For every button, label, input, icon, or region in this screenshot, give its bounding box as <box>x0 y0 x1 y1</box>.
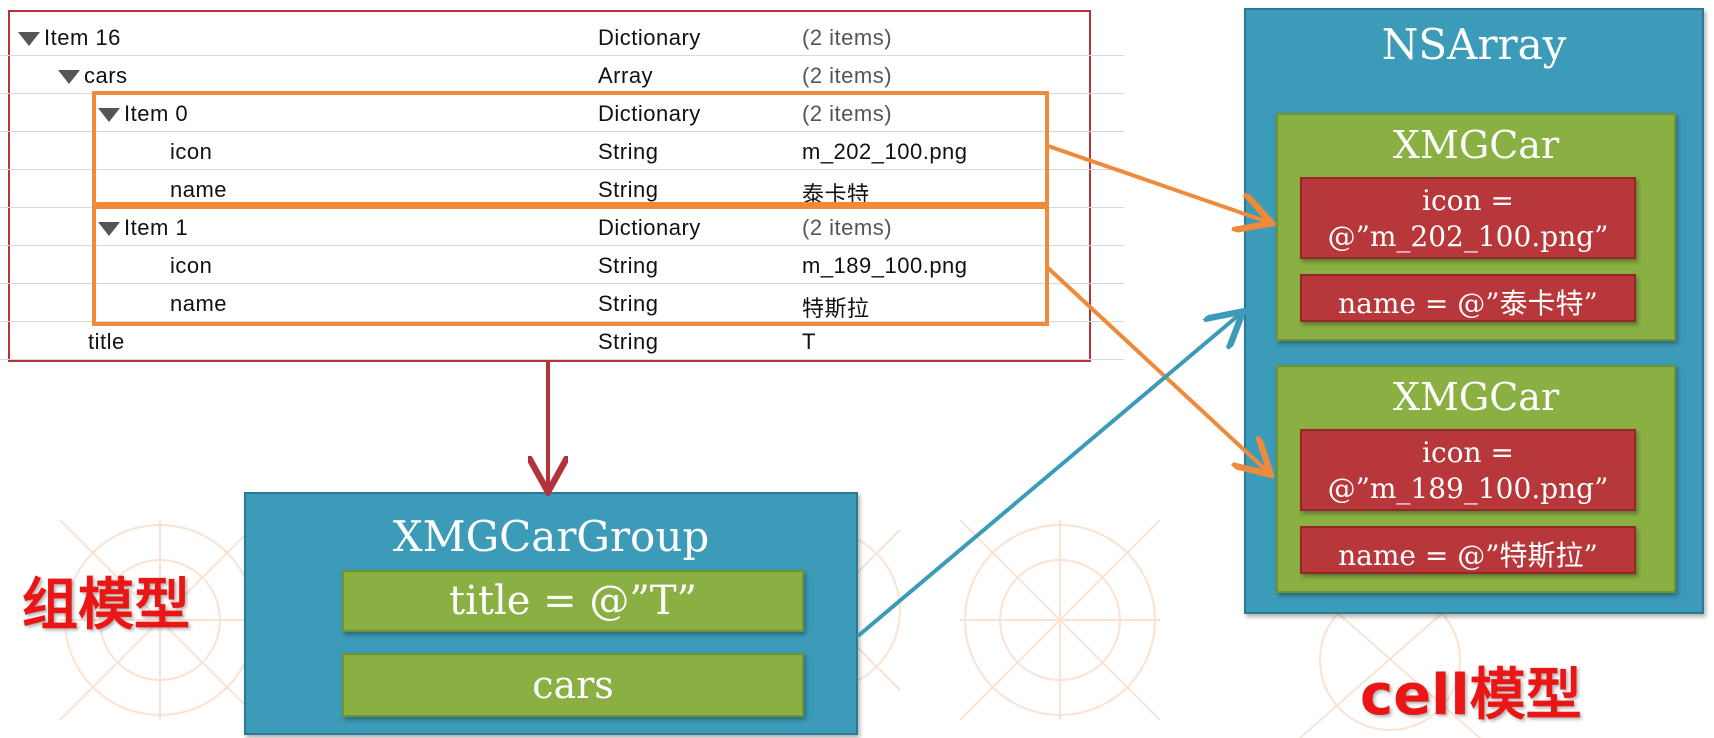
plist-row[interactable]: Item 1 Dictionary (2 items) <box>0 207 1124 246</box>
plist-key: title <box>88 329 125 355</box>
plist-key: Item 0 <box>98 101 188 127</box>
disclosure-triangle-icon[interactable] <box>98 222 120 236</box>
plist-row[interactable]: icon String m_189_100.png <box>0 245 1124 284</box>
car-1-box: XMGCar icon = @”m_189_100.png” name = @”… <box>1276 365 1676 593</box>
plist-key: name <box>170 291 227 317</box>
plist-type: String <box>598 291 659 316</box>
plist-type: Dictionary <box>598 25 701 50</box>
car-1-name-text: name = @”特斯拉” <box>1338 539 1598 572</box>
car-0-box: XMGCar icon = @”m_202_100.png” name = @”… <box>1276 113 1676 341</box>
plist-type: String <box>598 253 659 278</box>
plist-value: (2 items) <box>802 215 893 240</box>
title-field-text: title = @”T” <box>449 578 697 624</box>
car-0-name-field: name = @”泰卡特” <box>1300 274 1636 322</box>
item-1-highlight <box>92 205 1049 326</box>
plist-key: icon <box>170 253 212 279</box>
car-1-name-field: name = @”特斯拉” <box>1300 526 1636 574</box>
disclosure-triangle-icon[interactable] <box>98 108 120 122</box>
plist-row[interactable]: Item 16 Dictionary (2 items) <box>0 17 1124 56</box>
plist-type: String <box>598 139 659 164</box>
plist-row[interactable]: Item 0 Dictionary (2 items) <box>0 93 1124 132</box>
car-0-title: XMGCar <box>1392 123 1560 167</box>
nsarray-box: NSArray XMGCar icon = @”m_202_100.png” n… <box>1244 8 1704 614</box>
group-model-box: XMGCarGroup title = @”T” cars <box>244 492 858 735</box>
plist-type: String <box>598 177 659 202</box>
car-1-icon-text: icon = @”m_189_100.png” <box>1327 436 1609 505</box>
plist-value: (2 items) <box>802 101 893 126</box>
plist-value: m_189_100.png <box>802 253 968 278</box>
plist-table <box>8 10 1091 362</box>
plist-row[interactable]: cars Array (2 items) <box>0 55 1124 94</box>
plist-row[interactable]: title String T <box>0 321 1124 360</box>
plist-type: Array <box>598 63 654 88</box>
item-0-highlight <box>92 91 1049 206</box>
plist-value: T <box>802 329 816 354</box>
plist-key-label: name <box>170 291 228 316</box>
plist-key-label: title <box>88 329 125 354</box>
plist-value: (2 items) <box>802 25 893 50</box>
cars-field: cars <box>342 653 804 717</box>
plist-key-label: Item 16 <box>44 25 121 50</box>
group-model-title: XMGCarGroup <box>392 512 710 561</box>
plist-value: m_202_100.png <box>802 139 968 164</box>
car-0-icon-field: icon = @”m_202_100.png” <box>1300 177 1636 259</box>
car-0-name-text: name = @”泰卡特” <box>1338 287 1598 320</box>
title-field: title = @”T” <box>342 570 804 632</box>
car-1-title: XMGCar <box>1392 375 1560 419</box>
plist-key: Item 1 <box>98 215 188 241</box>
plist-type: Dictionary <box>598 215 701 240</box>
plist-key: Item 16 <box>18 25 121 51</box>
disclosure-triangle-icon[interactable] <box>18 32 40 46</box>
plist-key-label: icon <box>170 139 213 164</box>
plist-value: (2 items) <box>802 63 893 88</box>
nsarray-title: NSArray <box>1381 20 1567 69</box>
car-1-icon-field: icon = @”m_189_100.png” <box>1300 429 1636 511</box>
plist-type: String <box>598 329 659 354</box>
cars-field-text: cars <box>532 663 614 707</box>
car-0-icon-text: icon = @”m_202_100.png” <box>1327 184 1609 253</box>
plist-key-label: cars <box>84 63 128 88</box>
disclosure-triangle-icon[interactable] <box>58 70 80 84</box>
plist-key-label: Item 1 <box>124 215 189 240</box>
group-model-label: 组模型 <box>22 573 190 638</box>
plist-key-label: icon <box>170 253 213 278</box>
plist-key-label: name <box>170 177 228 202</box>
plist-key: icon <box>170 139 212 165</box>
plist-key: cars <box>58 63 128 89</box>
plist-row[interactable]: icon String m_202_100.png <box>0 131 1124 170</box>
plist-key-label: Item 0 <box>124 101 189 126</box>
cell-model-label: cell模型 <box>1360 663 1582 728</box>
plist-type: Dictionary <box>598 101 701 126</box>
plist-key: name <box>170 177 227 203</box>
